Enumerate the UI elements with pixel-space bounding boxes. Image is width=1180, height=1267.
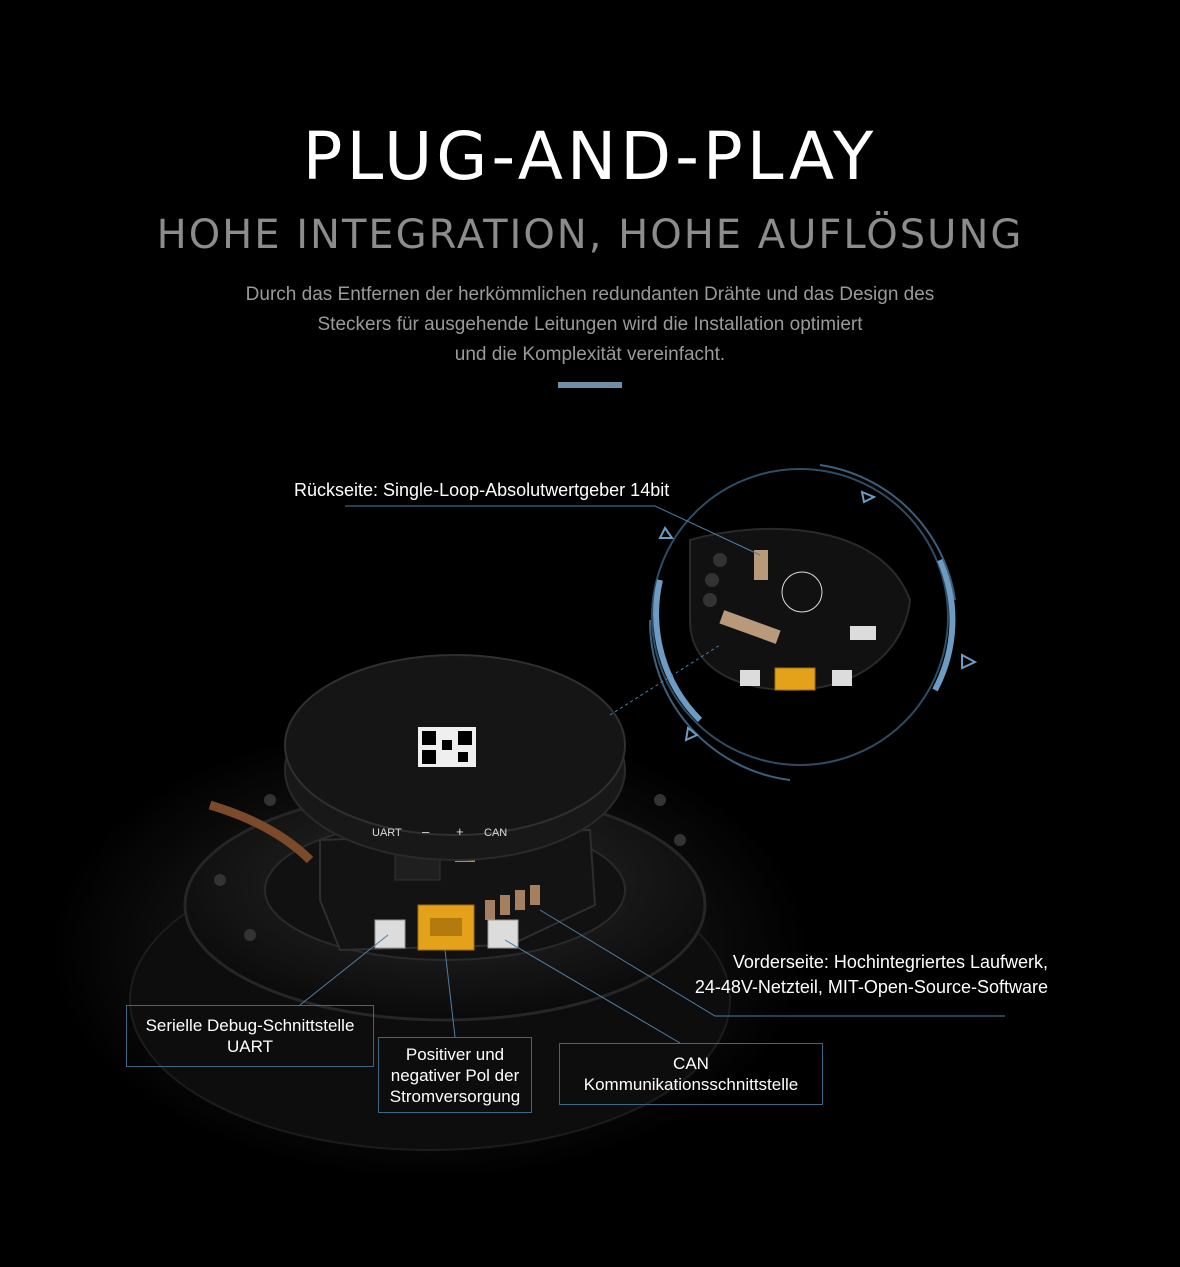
encoder-pcb-view	[648, 464, 978, 781]
silkscreen-minus: –	[422, 824, 430, 839]
callout-power-line: Stromversorgung	[389, 1086, 521, 1106]
silkscreen-plus: +	[456, 824, 464, 839]
callout-front-line: 24-48V-Netzteil, MIT-Open-Source-Softwar…	[694, 977, 1048, 997]
page-title: PLUG-AND-PLAY	[302, 118, 878, 195]
description-line: und die Komplexität vereinfacht.	[454, 344, 726, 365]
page-subtitle: HOHE INTEGRATION, HOHE AUFLÖSUNG	[156, 212, 1024, 258]
uart-connector	[374, 919, 406, 949]
encoder-housing: UART – + CAN	[284, 654, 626, 861]
copper-wire	[208, 800, 314, 864]
silkscreen-labels: UART – + CAN	[372, 824, 507, 839]
callout-back: Rückseite: Single-Loop-Absolutwertgeber …	[294, 480, 670, 500]
callout-uart-line: Serielle Debug-Schnittstelle	[145, 1016, 355, 1035]
callout-front-line: Vorderseite: Hochintegriertes Laufwerk,	[732, 952, 1048, 972]
callout-uart: Serielle Debug-Schnittstelle UART	[126, 1005, 374, 1067]
callout-power-line: Positiver und	[405, 1044, 505, 1064]
callout-front: Vorderseite: Hochintegriertes Laufwerk, …	[628, 950, 1048, 1000]
callout-uart-line: UART	[227, 1037, 273, 1056]
callout-power: Positiver und negativer Pol der Stromver…	[378, 1037, 532, 1113]
callout-can-line: CAN	[673, 1054, 709, 1073]
silkscreen-can: CAN	[484, 827, 507, 839]
description-line: Durch das Entfernen der herkömmlichen re…	[245, 284, 935, 305]
leader-lines	[299, 505, 1005, 1044]
description: Durch das Entfernen der herkömmlichen re…	[140, 280, 1040, 370]
callout-can: CAN Kommunikationsschnittstelle	[559, 1043, 823, 1105]
accent-divider	[558, 382, 622, 388]
callout-can-line: Kommunikationsschnittstelle	[583, 1075, 799, 1094]
description-line: Steckers für ausgehende Leitungen wird d…	[317, 314, 863, 335]
callout-power-line: negativer Pol der	[390, 1065, 520, 1085]
silkscreen-uart: UART	[372, 827, 402, 839]
can-connector	[487, 919, 519, 949]
